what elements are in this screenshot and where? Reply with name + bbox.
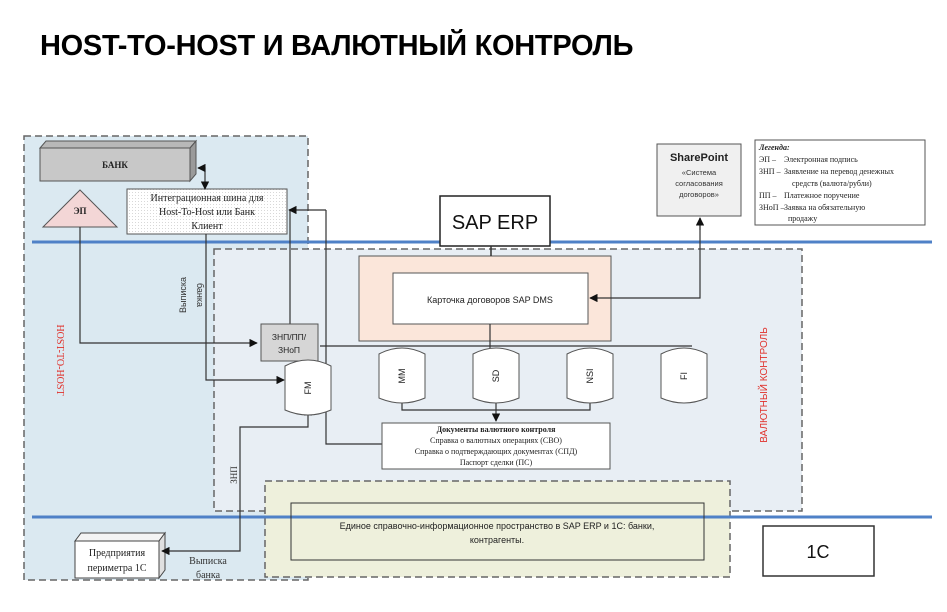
sharepoint-sub-3: договоров»: [679, 190, 719, 199]
sharepoint-sub-1: «Система: [682, 168, 717, 177]
module-fm-cylinder: FM: [284, 359, 332, 416]
legend-abbr: ЭП –: [759, 155, 777, 164]
bank-statement-bottom-1: Выписка: [189, 556, 227, 567]
bank-statement-bottom-2: банка: [196, 570, 221, 581]
currency-control-zone-label: ВАЛЮТНЫЙ КОНТРОЛЬ: [757, 327, 770, 443]
module-label: SD: [491, 369, 501, 382]
legend-text: средств (валюта/рубли): [792, 179, 872, 188]
sharepoint-node: SharePoint «Система согласования договор…: [656, 143, 742, 217]
legend-title: Легенда:: [758, 143, 790, 152]
ep-label: ЭП: [73, 206, 86, 216]
module-sd-cylinder: SD: [472, 347, 520, 404]
onec-label: 1С: [806, 542, 829, 562]
unified-space-line-1: Единое справочно-информационное простран…: [340, 521, 655, 531]
bank-label: БАНК: [102, 160, 128, 170]
integration-bus-line-3: Клиент: [191, 221, 223, 232]
enterprises-node: Предприятия периметра 1С: [74, 531, 166, 580]
module-fi-cylinder: FI: [660, 347, 708, 404]
payment-docs-line-1: ЗНП/ПП/: [272, 332, 307, 342]
sap-dms-node: [392, 272, 589, 325]
sap-erp-node: [439, 195, 551, 247]
page-title: HOST-TO-HOST И ВАЛЮТНЫЙ КОНТРОЛЬ: [40, 30, 634, 62]
currency-docs-title: Документы валютного контроля: [437, 425, 557, 434]
unified-space-zone: [264, 480, 731, 578]
legend-text: Заявка на обязательную: [784, 203, 865, 212]
module-nsi-cylinder: NSI: [566, 347, 614, 404]
enterprises-line-2: периметра 1С: [87, 563, 146, 574]
bank-statement-label-1: Выписка: [178, 277, 188, 313]
legend-abbr: ЗНоП –: [759, 203, 786, 212]
integration-bus-node: Интеграционная шина для Host-To-Host или…: [126, 188, 288, 235]
legend-text: Платежное поручение: [784, 191, 860, 200]
integration-bus-line-2: Host-To-Host или Банк: [159, 207, 255, 218]
module-mm-cylinder: MM: [378, 347, 426, 404]
legend-abbr: ЗНП –: [759, 167, 782, 176]
legend-text: Электронная подпись: [784, 155, 858, 164]
currency-docs-line-1: Справка о валютных операциях (СВО): [430, 436, 562, 445]
bank-node: БАНК: [38, 139, 198, 183]
onec-node: [762, 525, 875, 577]
payment-docs-node: [260, 323, 319, 362]
sap-dms-label: Карточка договоров SAP DMS: [427, 295, 553, 305]
currency-docs-line-3: Паспорт сделки (ПС): [460, 458, 533, 467]
integration-bus-line-1: Интеграционная шина для: [151, 193, 264, 204]
connectors: [79, 163, 705, 556]
unified-space-line-2: контрагенты.: [470, 535, 524, 545]
module-label: MM: [397, 369, 407, 384]
legend: Легенда: ЭП – Электронная подпись ЗНП – …: [754, 139, 926, 226]
currency-docs-line-2: Справка о подтверждающих документах (СПД…: [415, 447, 578, 456]
sharepoint-title: SharePoint: [670, 152, 728, 164]
sap-erp-label: SAP ERP: [452, 212, 538, 234]
module-label: FI: [679, 372, 689, 380]
znp-edge-label: ЗНП: [229, 466, 239, 484]
legend-text: продажу: [788, 214, 817, 223]
legend-abbr: ПП –: [759, 191, 778, 200]
module-label: NSI: [585, 368, 595, 383]
unified-space-node: [290, 502, 705, 561]
sharepoint-sub-2: согласования: [675, 179, 723, 188]
legend-text: Заявление на перевод денежных: [784, 167, 894, 176]
enterprises-line-1: Предприятия: [89, 548, 146, 559]
payment-docs-line-2: ЗНоП: [278, 345, 300, 355]
bank-statement-label-2: банка: [195, 283, 205, 307]
module-label: FM: [303, 382, 313, 395]
currency-docs-node: Документы валютного контроля Справка о в…: [381, 422, 611, 470]
host-to-host-zone-label: HOST-TO-HOST: [54, 324, 65, 395]
